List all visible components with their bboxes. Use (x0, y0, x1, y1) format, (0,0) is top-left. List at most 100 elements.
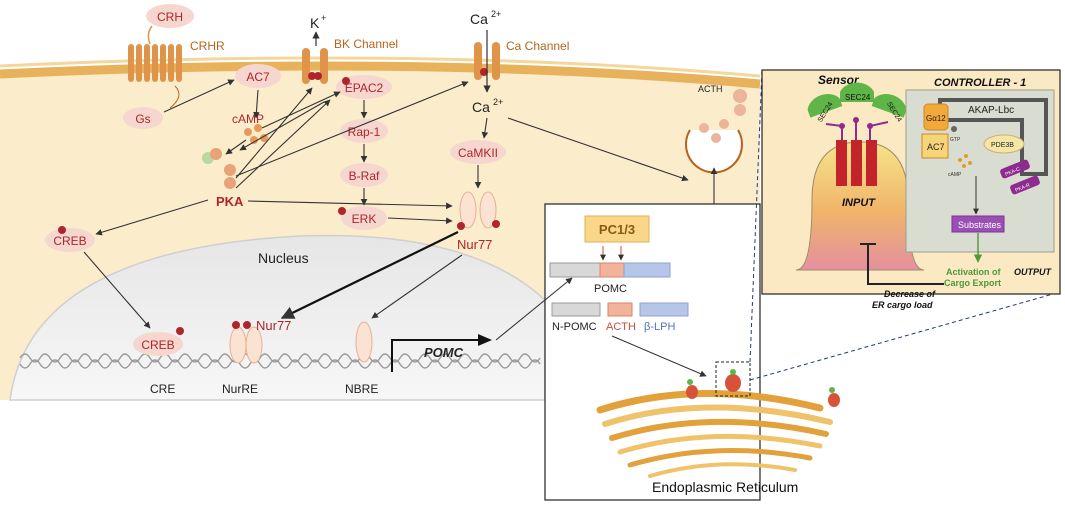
pka-c-label: PKA-C (1004, 166, 1021, 177)
cell-membrane (0, 61, 761, 89)
pka-complex (202, 148, 236, 189)
crhr-label: CRHR (190, 39, 225, 53)
pomc-gene-arrow (391, 339, 478, 372)
ca-ion-label-cyto: Ca (472, 99, 490, 115)
pomc-protein-label: POMC (594, 283, 627, 295)
activation-line1: Activation of (946, 267, 1002, 277)
decrease-line2: ER cargo load (872, 300, 933, 310)
ca-ion-charge-cyto: 2+ (493, 97, 503, 107)
nur77-cyto-label: Nur77 (457, 237, 492, 252)
output-label: OUTPUT (1014, 267, 1053, 277)
akap-label: AKAP-Lbc (968, 105, 1014, 116)
braf-label: B-Raf (349, 169, 380, 183)
pka-c-block (1000, 159, 1030, 179)
camp-molecules (244, 124, 268, 144)
ac7-label: AC7 (246, 70, 270, 84)
epac2-label: EPAC2 (345, 81, 384, 95)
creb-nuc-label: CREB (141, 338, 174, 352)
gs-protein (123, 107, 163, 129)
nbre-label: NBRE (345, 382, 378, 396)
pde3b-block (983, 134, 1025, 154)
camkii-label: CaMKII (458, 146, 498, 160)
er-label: Endoplasmic Reticulum (652, 479, 798, 495)
pc13-box (584, 215, 650, 243)
feedback-line (867, 244, 944, 285)
creb-nuc (133, 332, 183, 356)
ca-channel-label: Ca Channel (506, 39, 569, 53)
pc13-label: PC1/3 (599, 222, 635, 237)
k-ion-label: K (310, 15, 320, 31)
blph-block (639, 302, 689, 317)
gs-label: Gs (135, 112, 150, 126)
input-rod-3 (866, 140, 877, 186)
bk-channel (302, 48, 328, 84)
er-exit-sites (686, 369, 840, 407)
decrease-line1: Decrease of (884, 289, 936, 299)
ac7-controller-label: AC7 (927, 142, 945, 152)
er-panel (544, 203, 761, 501)
nurre-label: NurRE (222, 382, 258, 396)
cre-label: CRE (150, 382, 175, 396)
nucleus-label: Nucleus (258, 250, 309, 266)
rap1-label: Rap-1 (348, 125, 381, 139)
k-ion-charge: + (321, 13, 326, 23)
pka-r-block (1010, 175, 1040, 195)
acth-block (607, 302, 633, 317)
sensor-label: Sensor (818, 73, 860, 87)
acth-vesicle-label: ACTH (698, 84, 723, 94)
input-label: INPUT (842, 197, 876, 209)
activation-line2: Cargo Export (944, 278, 1001, 288)
crh-ligand (146, 4, 194, 28)
sec24-center-label: SEC24 (845, 93, 871, 102)
dna-strand (19, 353, 541, 369)
npomc-block (551, 302, 601, 317)
substrates-label: Substrates (958, 220, 1002, 230)
zoom-connector-bottom (749, 291, 1061, 381)
acth-label: ACTH (606, 321, 636, 333)
bk-channel-label: BK Channel (334, 37, 398, 51)
input-rod-1 (836, 140, 847, 186)
pomc-gene-label: POMC (424, 345, 464, 360)
gtp-label: GTP (950, 137, 961, 143)
creb-cyto-label: CREB (53, 234, 86, 248)
er-membranes (596, 390, 833, 478)
erk-label: ERK (352, 212, 377, 226)
controller-camp-label: cAMP (948, 172, 962, 178)
controller-label: CONTROLLER - 1 (934, 77, 1026, 89)
ca-ion-label-top: Ca (470, 11, 488, 27)
substrates-box (951, 215, 1005, 233)
ac7-controller (921, 133, 949, 159)
camkii-protein (450, 140, 506, 164)
ca-ion-charge-top: 2+ (491, 9, 501, 19)
sec24-center (840, 82, 874, 102)
pomc-precursor-bar (549, 246, 671, 278)
input-rod-2 (851, 140, 862, 186)
ga12-label: Gα12 (926, 114, 946, 123)
blph-label: β-LPH (644, 321, 675, 333)
erk-protein (341, 206, 387, 230)
controller-camp (958, 154, 972, 168)
pathway-arrows (83, 79, 689, 329)
crhr-receptor (128, 25, 182, 82)
pde3b-label: PDE3B (991, 142, 1014, 149)
zoom-box (715, 361, 751, 397)
nur77-cyto (457, 191, 500, 230)
sec24-left (807, 94, 843, 118)
rap1-protein (340, 119, 388, 143)
crh-label: CRH (157, 10, 183, 24)
camp-label: cAMP (232, 112, 264, 126)
ga12-block (923, 103, 949, 131)
creb-cyto (45, 228, 95, 252)
pka-r-label: PKA-R (1014, 182, 1031, 193)
sec24-right (871, 94, 907, 118)
nur77-nbre (355, 321, 373, 363)
ca-channel (474, 42, 500, 80)
ac7-enzyme (235, 64, 281, 88)
nur77-nuc-label: Nur77 (256, 318, 291, 333)
nur77-nuc (229, 321, 263, 364)
nur77-translocation-arrow (280, 231, 459, 319)
braf-protein (340, 163, 388, 187)
npomc-label: N-POMC (552, 321, 597, 333)
